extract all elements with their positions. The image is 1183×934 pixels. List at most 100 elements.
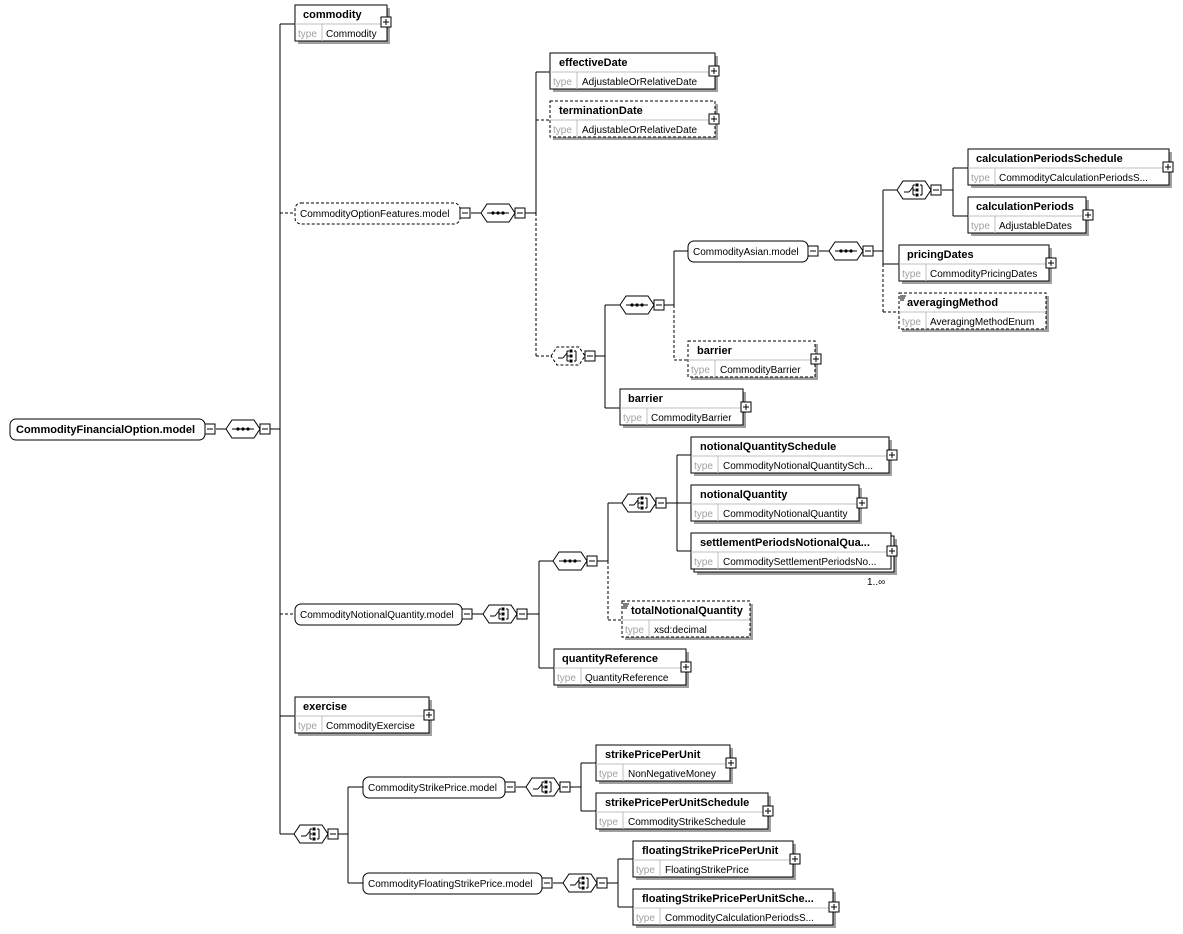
element-type: CommodityPricingDates [930, 269, 1037, 280]
element-type: CommodityNotionalQuantitySch... [723, 461, 873, 472]
element-name: terminationDate [559, 105, 643, 117]
element-exercise[interactable]: exercise type CommodityExercise [294, 696, 435, 736]
element-name: settlementPeriodsNotionalQua... [700, 537, 870, 549]
element-notional-quantity[interactable]: notionalQuantity type CommodityNotionalQ… [690, 484, 868, 524]
notional-inner-choice-collapse-icon[interactable] [655, 497, 667, 509]
element-floating-strike-price-per-unit[interactable]: floatingStrikePricePerUnit type Floating… [632, 840, 801, 880]
root-sequence-compositor [225, 419, 261, 439]
element-calculation-periods[interactable]: calculationPeriods type AdjustableDates [967, 196, 1094, 236]
element-name: barrier [628, 393, 664, 405]
expand-icon[interactable] [810, 353, 822, 365]
type-keyword: type [599, 769, 618, 780]
element-floating-strike-price-per-unit-schedule[interactable]: floatingStrikePricePerUnitSche... type C… [632, 888, 840, 928]
element-strike-price-per-unit-schedule[interactable]: strikePricePerUnitSchedule type Commodit… [595, 792, 774, 832]
simple-content-icon [623, 603, 629, 609]
expand-icon[interactable] [856, 497, 868, 509]
root-collapse-icon[interactable] [204, 423, 216, 435]
expand-icon[interactable] [886, 545, 898, 557]
type-keyword: type [902, 269, 921, 280]
expand-icon[interactable] [1045, 257, 1057, 269]
notional-quantity-choice-compositor [482, 604, 518, 624]
notional-sequence-collapse-icon[interactable] [586, 555, 598, 567]
strike-choice-collapse-icon[interactable] [327, 828, 339, 840]
expand-icon[interactable] [708, 65, 720, 77]
element-name: totalNotionalQuantity [631, 605, 744, 617]
type-keyword: type [636, 913, 655, 924]
asian-collapse-icon[interactable] [807, 245, 819, 257]
notional-inner-choice-compositor [621, 493, 657, 513]
element-name: averagingMethod [907, 297, 998, 309]
element-type: xsd:decimal [654, 625, 707, 636]
element-type: FloatingStrikePrice [665, 865, 749, 876]
option-features-collapse-icon[interactable] [459, 207, 471, 219]
expand-icon[interactable] [725, 757, 737, 769]
option-features-choice-compositor [550, 346, 586, 366]
expand-icon[interactable] [680, 661, 692, 673]
strike-price-choice-compositor [525, 777, 561, 797]
type-keyword: type [694, 509, 713, 520]
calc-periods-choice-compositor [896, 180, 932, 200]
connector-lines [216, 23, 968, 908]
group-asian[interactable]: CommodityAsian.model [687, 240, 809, 263]
type-keyword: type [599, 817, 618, 828]
strike-price-collapse-icon[interactable] [504, 781, 516, 793]
element-type: CommodityCalculationPeriodsS... [999, 173, 1148, 184]
element-notional-quantity-schedule[interactable]: notionalQuantitySchedule type CommodityN… [690, 436, 898, 476]
group-strike-price[interactable]: CommodityStrikePrice.model [362, 776, 506, 799]
expand-icon[interactable] [762, 805, 774, 817]
element-total-notional-quantity[interactable]: totalNotionalQuantity type xsd:decimal [621, 600, 753, 640]
root-sequence-collapse-icon[interactable] [259, 423, 271, 435]
notional-sequence-compositor [552, 551, 588, 571]
expand-icon[interactable] [423, 709, 435, 721]
element-quantity-reference[interactable]: quantityReference type QuantityReference [553, 648, 692, 688]
strike-price-choice-collapse-icon[interactable] [559, 781, 571, 793]
type-keyword: type [971, 173, 990, 184]
expand-icon[interactable] [708, 113, 720, 125]
element-name: commodity [303, 9, 363, 21]
type-keyword: type [557, 673, 576, 684]
element-name: exercise [303, 701, 347, 713]
element-pricing-dates[interactable]: pricingDates type CommodityPricingDates [898, 244, 1057, 284]
expand-icon[interactable] [740, 401, 752, 413]
simple-content-icon [900, 295, 906, 301]
element-type: AdjustableOrRelativeDate [582, 125, 697, 136]
element-name: floatingStrikePricePerUnit [642, 845, 779, 857]
type-keyword: type [636, 865, 655, 876]
notional-quantity-collapse-icon[interactable] [461, 608, 473, 620]
element-commodity[interactable]: commodity type Commodity [294, 4, 392, 44]
group-option-features[interactable]: CommodityOptionFeatures.model [294, 202, 461, 225]
type-keyword: type [694, 461, 713, 472]
cardinality-label: 1..∞ [867, 577, 885, 588]
element-type: CommoditySettlementPeriodsNo... [723, 557, 876, 568]
expand-icon[interactable] [828, 901, 840, 913]
expand-icon[interactable] [886, 449, 898, 461]
option-features-sequence-collapse-icon[interactable] [514, 207, 526, 219]
element-strike-price-per-unit[interactable]: strikePricePerUnit type NonNegativeMoney [595, 744, 737, 784]
element-termination-date[interactable]: terminationDate type AdjustableOrRelativ… [549, 100, 720, 140]
notional-quantity-choice-collapse-icon[interactable] [516, 608, 528, 620]
element-settlement-periods-notional-quantity[interactable]: settlementPeriodsNotionalQua... type Com… [690, 532, 898, 588]
floating-strike-collapse-icon[interactable] [541, 877, 553, 889]
root-group-node[interactable]: CommodityFinancialOption.model [9, 418, 206, 441]
element-barrier-optional[interactable]: barrier type CommodityBarrier [687, 340, 822, 380]
element-averaging-method[interactable]: averagingMethod type AveragingMethodEnum [898, 292, 1049, 332]
element-barrier[interactable]: barrier type CommodityBarrier [619, 388, 752, 428]
element-calculation-periods-schedule[interactable]: calculationPeriodsSchedule type Commodit… [967, 148, 1174, 188]
expand-icon[interactable] [1162, 161, 1174, 173]
asian-barrier-sequence-collapse-icon[interactable] [653, 299, 665, 311]
expand-icon[interactable] [789, 853, 801, 865]
option-features-choice-collapse-icon[interactable] [584, 350, 596, 362]
element-type: CommodityCalculationPeriodsS... [665, 913, 814, 924]
expand-icon[interactable] [380, 16, 392, 28]
group-floating-strike-price[interactable]: CommodityFloatingStrikePrice.model [362, 872, 543, 895]
asian-sequence-collapse-icon[interactable] [862, 245, 874, 257]
type-keyword: type [553, 125, 572, 136]
calc-periods-choice-collapse-icon[interactable] [930, 184, 942, 196]
element-type: AdjustableOrRelativeDate [582, 77, 697, 88]
floating-strike-choice-collapse-icon[interactable] [596, 877, 608, 889]
element-name: calculationPeriodsSchedule [976, 153, 1123, 165]
type-keyword: type [298, 721, 317, 732]
element-effective-date[interactable]: effectiveDate type AdjustableOrRelativeD… [549, 52, 720, 92]
group-notional-quantity[interactable]: CommodityNotionalQuantity.model [294, 603, 463, 626]
expand-icon[interactable] [1082, 209, 1094, 221]
